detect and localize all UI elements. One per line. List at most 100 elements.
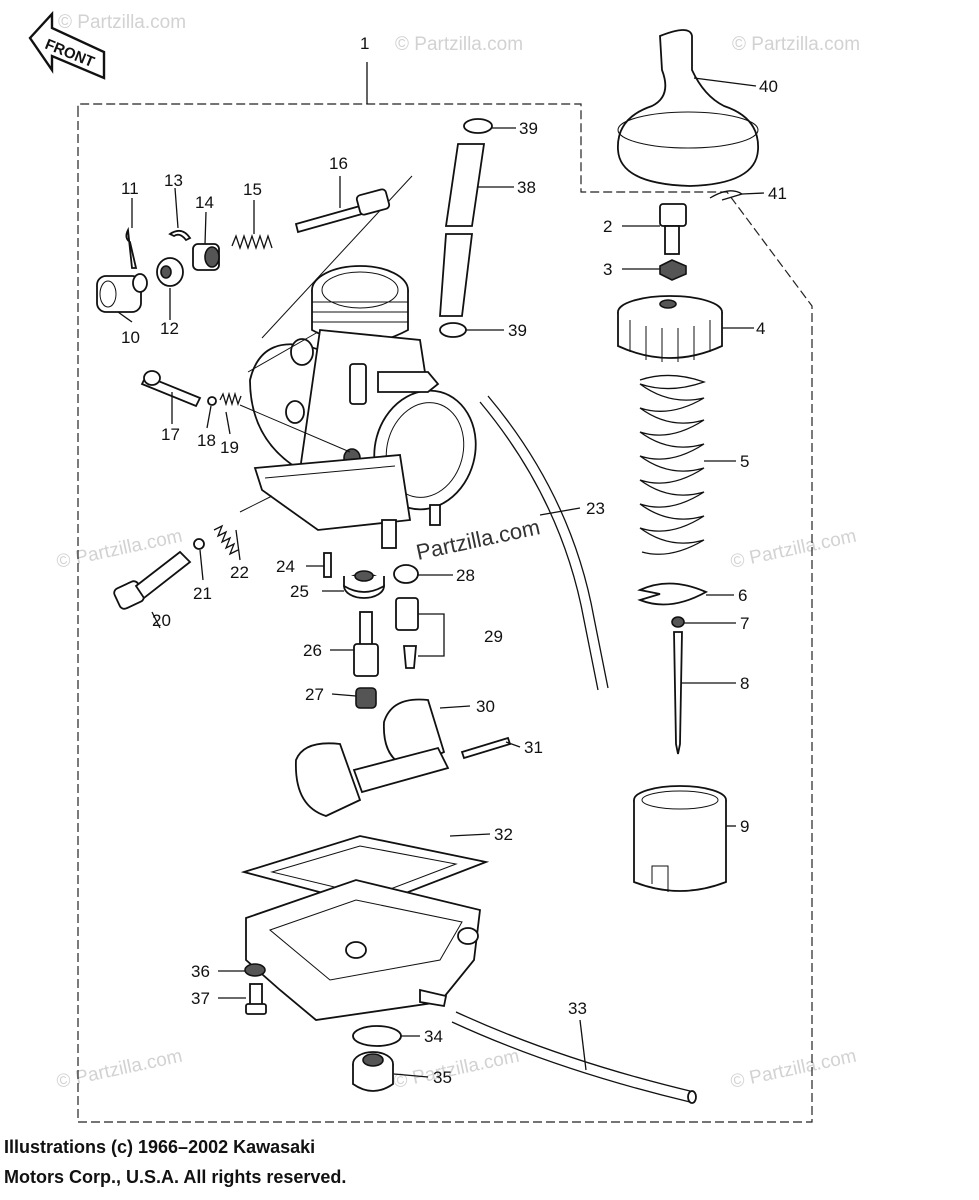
callout-10: 10: [121, 328, 140, 347]
part-23: [487, 395, 609, 689]
callout-37: 37: [191, 989, 210, 1008]
callout-23: 23: [586, 499, 605, 518]
callout-39: 39: [519, 119, 538, 138]
part-15: [231, 233, 273, 251]
part-39: [439, 322, 467, 338]
copyright-notice: Illustrations (c) 1966–2002 Kawasaki Mot…: [4, 1132, 346, 1192]
callout-17: 17: [161, 425, 180, 444]
callout-6: 6: [738, 586, 747, 605]
part-35: [352, 1051, 394, 1092]
part-28: [393, 564, 419, 584]
callout-4: 4: [756, 319, 765, 338]
watermark: © Partzilla.com: [729, 1046, 859, 1093]
part-9: [633, 785, 727, 892]
callout-3: 3: [603, 260, 612, 279]
part-30: [295, 698, 450, 817]
copyright-line-1: Illustrations (c) 1966–2002 Kawasaki: [4, 1137, 316, 1157]
part-27: [355, 687, 377, 709]
callout-38: 38: [517, 178, 536, 197]
callout-16: 16: [329, 154, 348, 173]
callout-15: 15: [243, 180, 262, 199]
callout-40: 40: [759, 77, 778, 96]
part-20: [113, 550, 192, 610]
part-33: [455, 1011, 695, 1093]
part-3: [659, 259, 687, 281]
watermark: © Partzilla.com: [395, 34, 523, 55]
part-21: [193, 538, 205, 550]
part-18: [207, 396, 217, 406]
callout-20: 20: [152, 611, 171, 630]
part-38: [439, 143, 486, 317]
part-41: [709, 190, 744, 201]
callout-7: 7: [740, 614, 749, 633]
callout-18: 18: [197, 431, 216, 450]
float-bowl: [245, 879, 481, 1021]
callout-33: 33: [568, 999, 587, 1018]
callout-41: 41: [768, 184, 787, 203]
callout-12: 12: [160, 319, 179, 338]
callout-26: 26: [303, 641, 322, 660]
callout-2: 2: [603, 217, 612, 236]
part-8: [673, 631, 683, 755]
callout-27: 27: [305, 685, 324, 704]
part-34: [352, 1025, 402, 1047]
part-36: [244, 963, 266, 977]
callout-21: 21: [193, 584, 212, 603]
part-22: [213, 524, 239, 556]
watermark: © Partzilla.com: [58, 12, 186, 33]
callout-28: 28: [456, 566, 475, 585]
callout-35: 35: [433, 1068, 452, 1087]
callout-labels: 1 2 3 4 5 6 7 8 9 10 11 12 13 14 15 16 1…: [121, 34, 787, 1087]
part-6: [637, 582, 709, 606]
part-24: [323, 552, 332, 578]
part-14: [192, 243, 220, 271]
part-2: [659, 203, 687, 255]
part-17: [140, 370, 202, 408]
part-26: [353, 611, 379, 677]
watermark: © Partzilla.com: [732, 34, 860, 55]
part-11: [125, 226, 138, 269]
callout-14: 14: [195, 193, 214, 212]
callout-36: 36: [191, 962, 210, 981]
part-7: [671, 616, 685, 628]
callout-19: 19: [220, 438, 239, 457]
callout-29: 29: [484, 627, 503, 646]
callout-9: 9: [740, 817, 749, 836]
part-29: [395, 597, 419, 669]
part-13: [168, 229, 192, 242]
part-4: [617, 295, 723, 362]
part-12: [156, 257, 184, 287]
part-40: [617, 29, 759, 187]
watermark: © Partzilla.com: [729, 526, 859, 573]
callout-8: 8: [740, 674, 749, 693]
callout-13: 13: [164, 171, 183, 190]
callout-39-lower: 39: [508, 321, 527, 340]
part-23: [479, 401, 599, 691]
part-31: [460, 736, 512, 760]
callout-22: 22: [230, 563, 249, 582]
callout-31: 31: [524, 738, 543, 757]
leader-lines: [117, 77, 765, 1078]
assembly-outline: [77, 103, 813, 1123]
callout-34: 34: [424, 1027, 443, 1046]
watermark: © Partzilla.com: [55, 1046, 185, 1093]
callout-5: 5: [740, 452, 749, 471]
copyright-line-2: Motors Corp., U.S.A. All rights reserved…: [4, 1167, 347, 1187]
callout-24: 24: [276, 557, 295, 576]
callout-30: 30: [476, 697, 495, 716]
part-37: [245, 983, 267, 1015]
part-10: [96, 273, 148, 313]
part-39: [463, 118, 493, 134]
callout-32: 32: [494, 825, 513, 844]
carburetor-body: [247, 175, 477, 549]
watermark: © Partzilla.com: [392, 1046, 522, 1093]
leader-line: [418, 613, 445, 657]
part-5: [639, 374, 706, 555]
callout-11: 11: [121, 179, 139, 198]
part-16: [294, 188, 391, 234]
callout-1: 1: [360, 34, 369, 53]
part-19: [219, 391, 242, 407]
part-25: [343, 570, 385, 599]
callout-25: 25: [290, 582, 309, 601]
